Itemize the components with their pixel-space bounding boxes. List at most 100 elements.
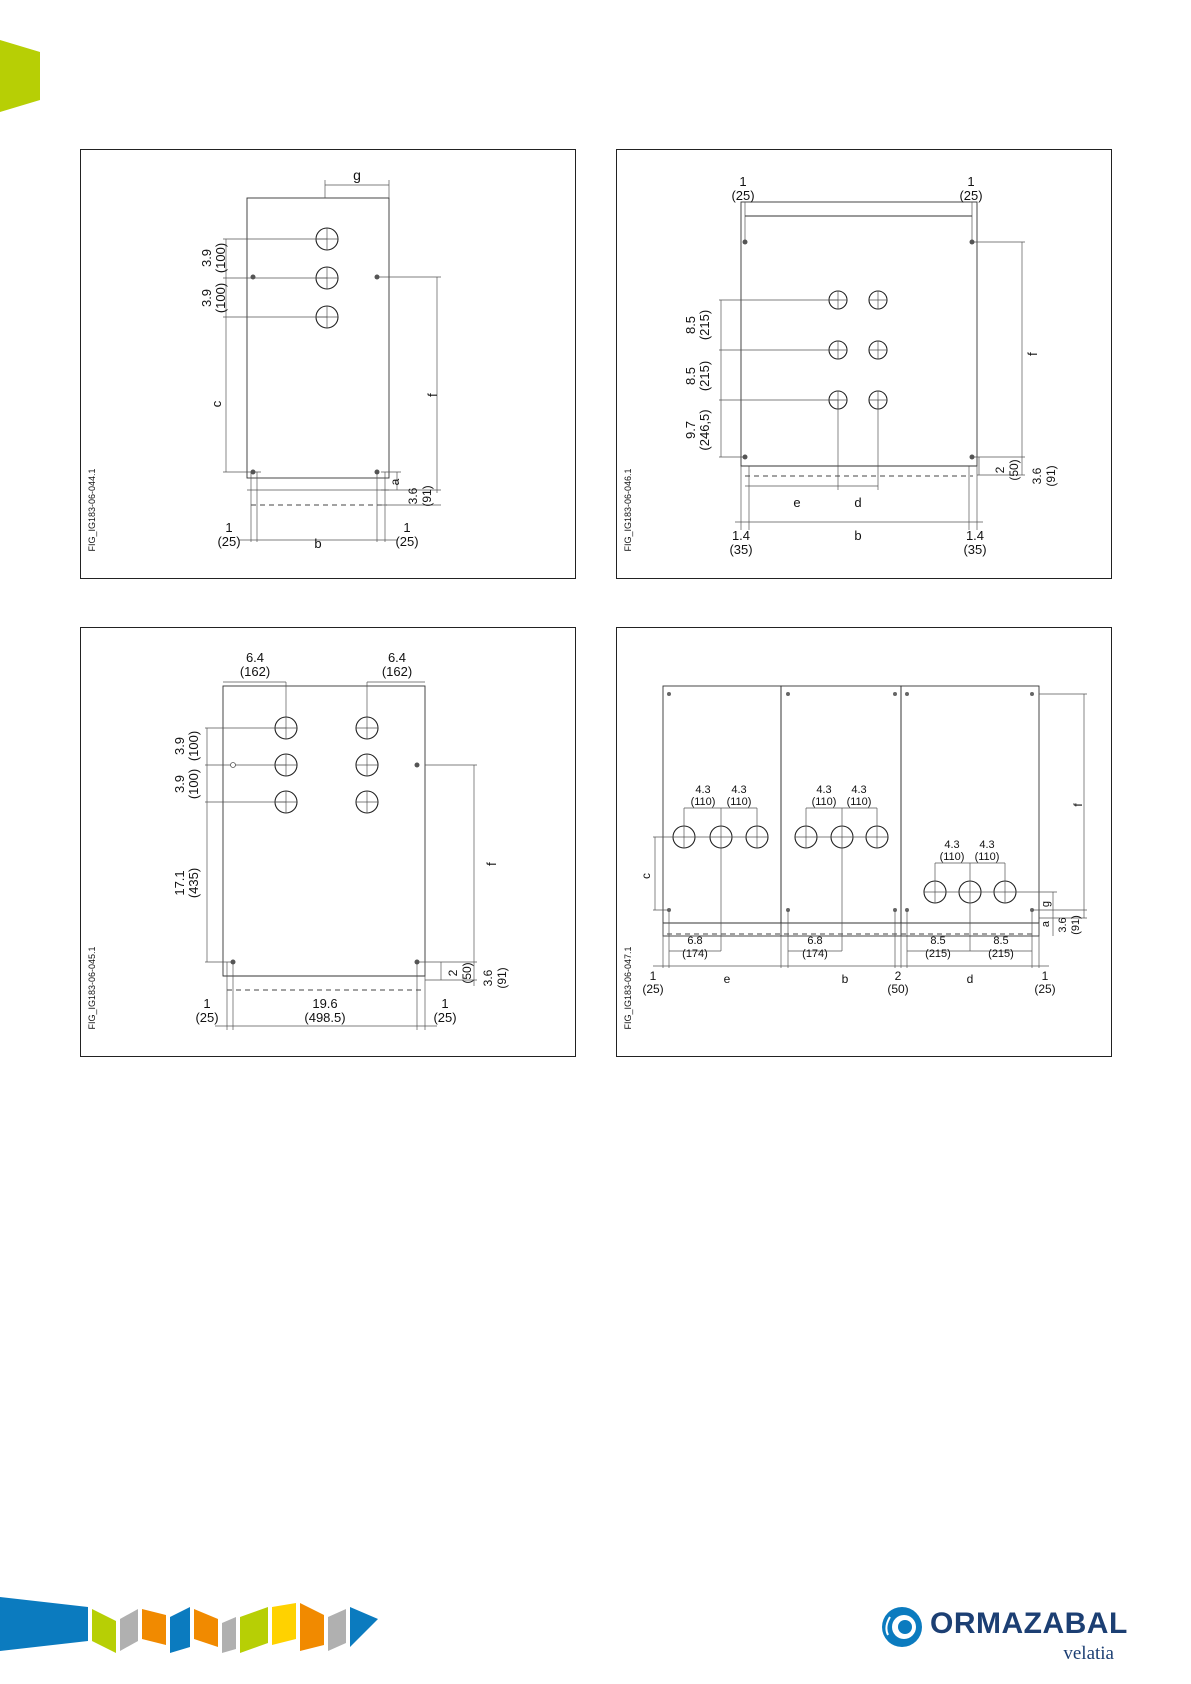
dim-110-2: (110) (727, 796, 752, 808)
dim-right-1: 1 (403, 520, 410, 535)
dim-39-b: 3.9 (172, 775, 187, 793)
dim-36: 3.6 (1030, 467, 1044, 484)
dim-b: b (314, 536, 321, 551)
dim-d: d (967, 972, 974, 986)
dim-joint-50: (50) (887, 982, 908, 996)
dim-91: (91) (420, 485, 434, 506)
figure-code: FIG_IG183-06-046.1 (623, 468, 633, 551)
dim-top-right-1: 1 (967, 174, 974, 189)
dim-b: b (842, 972, 849, 986)
dim-top-right-25: (25) (959, 188, 982, 203)
dim-215-b: (215) (697, 361, 712, 391)
dim-top-left-25: (25) (731, 188, 754, 203)
dim-64-left: 6.4 (246, 650, 264, 665)
figure-code: FIG_IG183-06-047.1 (623, 946, 633, 1029)
dim-43-3: 4.3 (816, 784, 831, 796)
dim-174-2: (174) (802, 948, 828, 960)
dim-50: (50) (460, 962, 474, 983)
ormazabal-logo: ORMAZABAL velatia (880, 1605, 1127, 1677)
drawing-045: 6.4 (162) 6.4 (162) 3.9 (100) 3.9 (100) … (87, 650, 509, 1030)
dim-upper-b: (100) (213, 243, 228, 273)
figure-code: FIG_IG183-06-045.1 (87, 946, 97, 1029)
dim-36: 3.6 (1057, 917, 1069, 932)
dim-f: f (484, 862, 499, 866)
dim-left-25: (25) (195, 1010, 218, 1025)
dim-f: f (425, 393, 440, 397)
dim-110-3: (110) (812, 796, 837, 808)
dim-68-2: 6.8 (807, 935, 822, 947)
dim-85-a: 8.5 (683, 316, 698, 334)
dim-36: 3.6 (481, 969, 495, 986)
dim-43-4: 4.3 (851, 784, 866, 796)
ormazabal-swirl-icon (882, 1607, 922, 1647)
green-corner-tab (0, 40, 40, 112)
dim-mid-b: (100) (213, 283, 228, 313)
dim-14-left: 1.4 (732, 528, 750, 543)
dim-110-4: (110) (847, 796, 872, 808)
dim-64-right: 6.4 (388, 650, 406, 665)
dim-110-5: (110) (940, 851, 965, 863)
dim-b: b (854, 528, 861, 543)
dim-35-right: (35) (963, 542, 986, 557)
figure-046: 1 (25) 1 (25) 8.5 (215) 8.5 (215) 9.7 (2… (616, 149, 1112, 579)
dim-215-a: (215) (697, 310, 712, 340)
dim-upper-a: 3.9 (199, 249, 214, 267)
dim-right-25: (25) (433, 1010, 456, 1025)
dim-left-25: (25) (642, 982, 663, 996)
dim-4985: (498.5) (304, 1010, 345, 1025)
dim-left-1: 1 (650, 969, 657, 983)
dim-c: c (639, 873, 653, 879)
footer-color-band (0, 1597, 378, 1653)
dim-43-2: 4.3 (731, 784, 746, 796)
dim-left-25: (25) (217, 534, 240, 549)
dim-2: 2 (446, 969, 460, 976)
dim-14-right: 1.4 (966, 528, 984, 543)
dim-171: 17.1 (172, 870, 187, 895)
dim-162-right: (162) (382, 664, 412, 679)
dim-right-1: 1 (1042, 969, 1049, 983)
brand-sub: velatia (1063, 1643, 1114, 1664)
dim-215-2: (215) (988, 948, 1014, 960)
dim-91: (91) (1070, 915, 1082, 935)
dim-91: (91) (495, 967, 509, 988)
dim-50: (50) (1007, 459, 1021, 480)
dim-85-1: 8.5 (930, 935, 945, 947)
dim-g: g (1040, 901, 1052, 907)
dim-c: c (209, 400, 224, 407)
dim-97: 9.7 (683, 421, 698, 439)
dim-100-a: (100) (186, 731, 201, 761)
figure-code: FIG_IG183-06-044.1 (87, 468, 97, 551)
dim-right-25: (25) (1034, 982, 1055, 996)
dim-110-1: (110) (691, 796, 716, 808)
dim-e: e (724, 972, 731, 986)
dim-2: 2 (993, 466, 1007, 473)
dim-joint-2: 2 (895, 969, 902, 983)
dim-43-5: 4.3 (944, 839, 959, 851)
dim-39-a: 3.9 (172, 737, 187, 755)
dim-f: f (1071, 803, 1085, 807)
dim-g: g (353, 167, 361, 183)
hole-group (672, 825, 1017, 904)
drawing-047: 4.3 (110) 4.3 (110) 4.3 (110) 4.3 (110) … (623, 685, 1087, 1030)
dim-left-1: 1 (203, 996, 210, 1011)
dim-a: a (388, 478, 402, 485)
dim-435: (435) (186, 868, 201, 898)
dim-174-1: (174) (682, 948, 708, 960)
dim-3-6: 3.6 (406, 487, 420, 504)
drawing-044: g 3.9 (100) 3.9 (100) c f a 3.6 (91) 1 (… (87, 167, 441, 552)
dim-91: (91) (1044, 465, 1058, 486)
dim-110-6: (110) (975, 851, 1000, 863)
dim-a: a (1040, 920, 1052, 927)
dim-2465: (246,5) (697, 409, 712, 450)
hole-grid (274, 716, 379, 814)
dim-right-25: (25) (395, 534, 418, 549)
dim-35-left: (35) (729, 542, 752, 557)
figure-045: 6.4 (162) 6.4 (162) 3.9 (100) 3.9 (100) … (80, 627, 576, 1057)
dim-e: e (793, 495, 800, 510)
dim-left-1: 1 (225, 520, 232, 535)
dim-85-b: 8.5 (683, 367, 698, 385)
dim-196: 19.6 (312, 996, 337, 1011)
brand-name: ORMAZABAL (930, 1607, 1128, 1640)
dim-85-2: 8.5 (993, 935, 1008, 947)
dim-mid-a: 3.9 (199, 289, 214, 307)
